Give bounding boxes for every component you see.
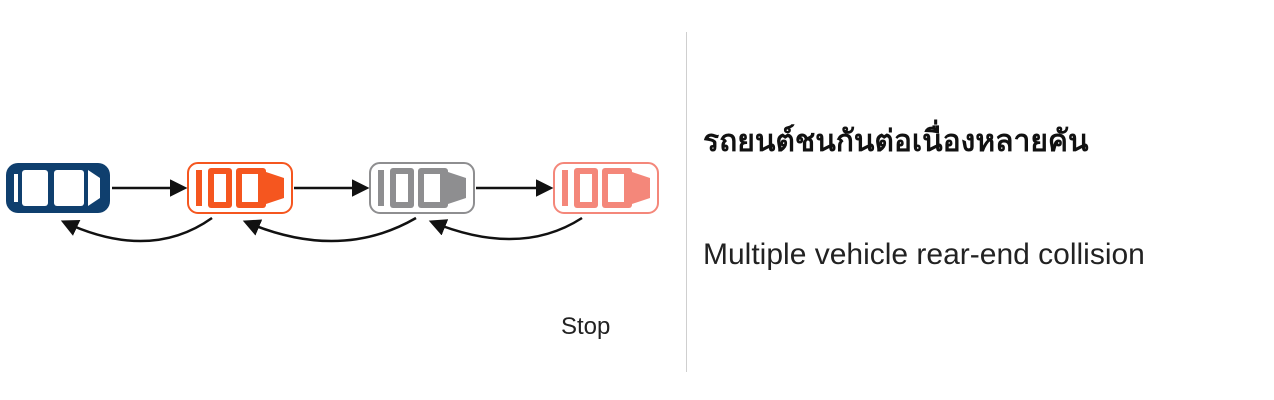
collision-diagram (6, 162, 659, 243)
vehicle-third-car (369, 162, 475, 214)
vehicle-lead-car (6, 163, 110, 213)
vehicle-second-car (187, 162, 293, 214)
vehicle-fourth-car (553, 162, 659, 214)
title-thai: รถยนต์ชนกันต่อเนื่องหลายคัน (703, 124, 1089, 159)
rebound-arrow-2 (242, 216, 417, 243)
title-english: Multiple vehicle rear-end collision (703, 238, 1145, 271)
vertical-divider (686, 32, 687, 372)
rebound-arrow-1 (60, 216, 213, 243)
stop-label: Stop (561, 313, 611, 340)
rebound-arrow-3 (428, 216, 583, 241)
